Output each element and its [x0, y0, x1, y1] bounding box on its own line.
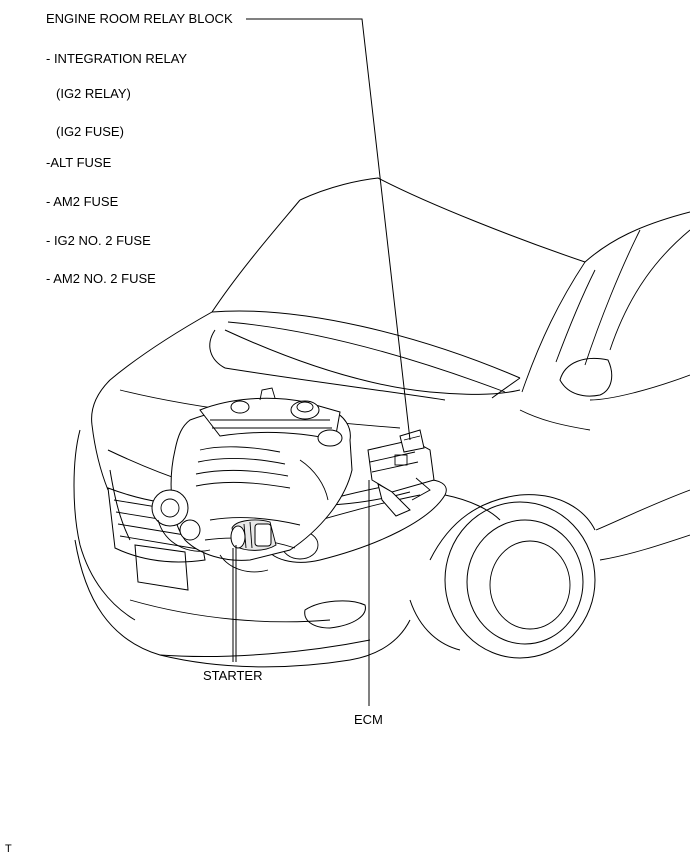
- label-ig2-fuse: (IG2 FUSE): [56, 124, 124, 139]
- starter-motor: [230, 519, 277, 551]
- corner-mark: T: [5, 843, 12, 855]
- car-body: [73, 177, 690, 668]
- label-ig2-no2-fuse: - IG2 NO. 2 FUSE: [46, 233, 151, 248]
- leader-lines: [232, 18, 411, 706]
- label-alt-fuse: -ALT FUSE: [46, 155, 112, 170]
- label-ig2-relay: (IG2 RELAY): [56, 86, 131, 101]
- label-am2-no2-fuse: - AM2 NO. 2 FUSE: [46, 271, 156, 286]
- label-ecm: ECM: [354, 712, 383, 727]
- label-engine-room-relay-block: ENGINE ROOM RELAY BLOCK: [46, 11, 233, 26]
- label-am2-fuse: - AM2 FUSE: [46, 194, 119, 209]
- label-integration-relay: - INTEGRATION RELAY: [46, 51, 188, 66]
- relay-block: [399, 429, 425, 453]
- label-starter: STARTER: [203, 668, 263, 683]
- engine-assembly: [151, 387, 353, 573]
